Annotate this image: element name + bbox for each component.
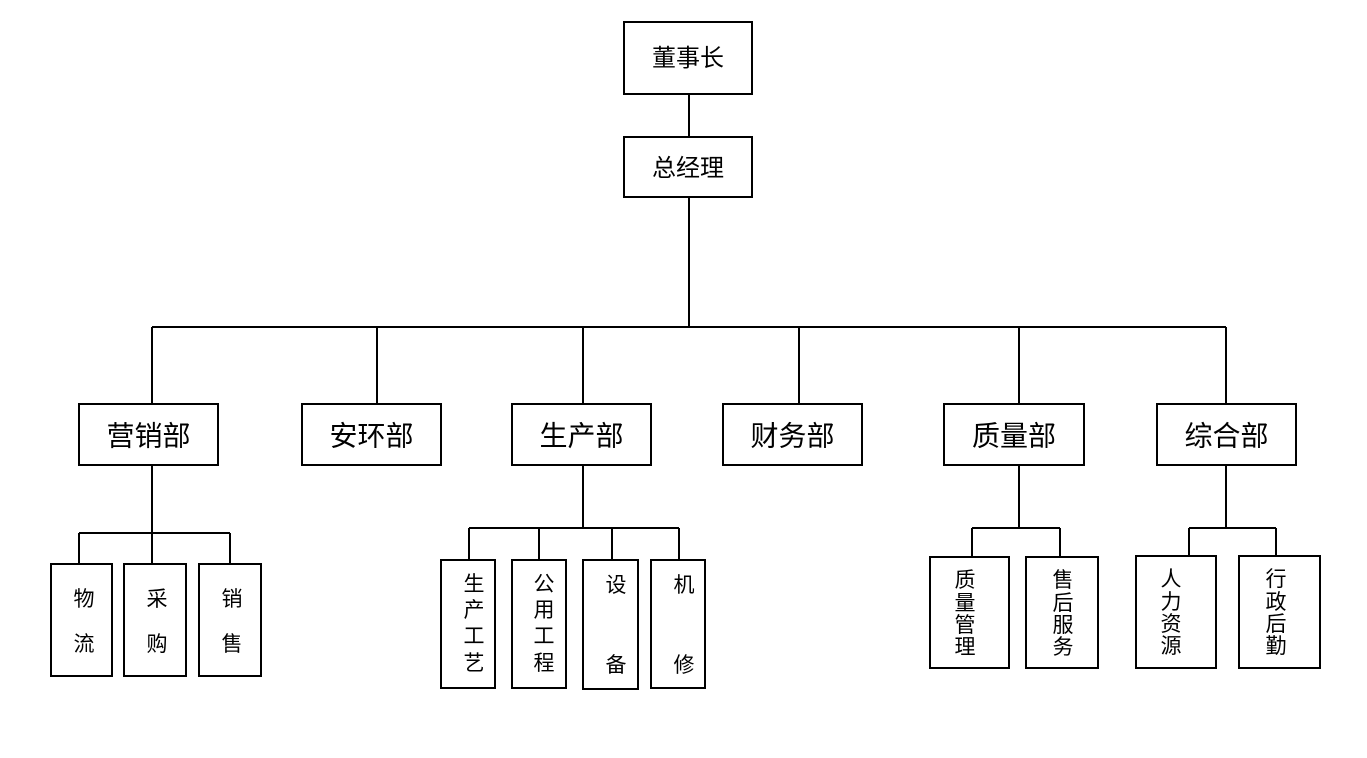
general-manager-node: 总经理 [623, 136, 753, 198]
department-node: 生产部 [511, 403, 652, 466]
unit-box [582, 559, 639, 690]
department-label: 生产部 [539, 420, 623, 453]
department-node: 综合部 [1156, 403, 1297, 466]
department-label: 安环部 [329, 420, 413, 453]
department-node: 财务部 [722, 403, 863, 466]
unit-box [650, 559, 706, 689]
unit-box [511, 559, 567, 689]
unit-label: 人力资源 [1161, 567, 1182, 658]
unit-label: 行政后勤 [1266, 567, 1287, 658]
unit-box [1135, 555, 1217, 669]
department-label: 质量部 [972, 420, 1056, 453]
unit-label: 质量管理 [955, 568, 976, 659]
unit-box [440, 559, 496, 689]
department-label: 综合部 [1184, 420, 1268, 453]
unit-box [198, 563, 262, 677]
unit-label: 物流 [74, 587, 95, 656]
unit-label: 公用工程 [534, 572, 555, 675]
unit-label: 采购 [147, 587, 168, 656]
department-node: 安环部 [301, 403, 442, 466]
unit-label: 销售 [222, 587, 243, 656]
unit-label: 生产工艺 [464, 572, 485, 675]
unit-box [929, 556, 1010, 669]
connectors [78, 94, 1277, 564]
department-label: 财务部 [750, 420, 834, 453]
unit-box [123, 563, 187, 677]
department-node: 质量部 [943, 403, 1085, 466]
unit-box [1025, 556, 1099, 669]
general-manager-label: 总经理 [652, 154, 724, 182]
chairman-node: 董事长 [623, 21, 753, 95]
department-node: 营销部 [78, 403, 219, 466]
chairman-label: 董事长 [652, 44, 724, 72]
unit-label: 售后服务 [1053, 568, 1074, 659]
unit-label: 设备 [606, 573, 627, 677]
unit-box [1238, 555, 1321, 669]
unit-boxes [50, 555, 1321, 690]
unit-box [50, 563, 113, 677]
department-label: 营销部 [106, 420, 190, 453]
unit-label: 机修 [674, 573, 695, 677]
